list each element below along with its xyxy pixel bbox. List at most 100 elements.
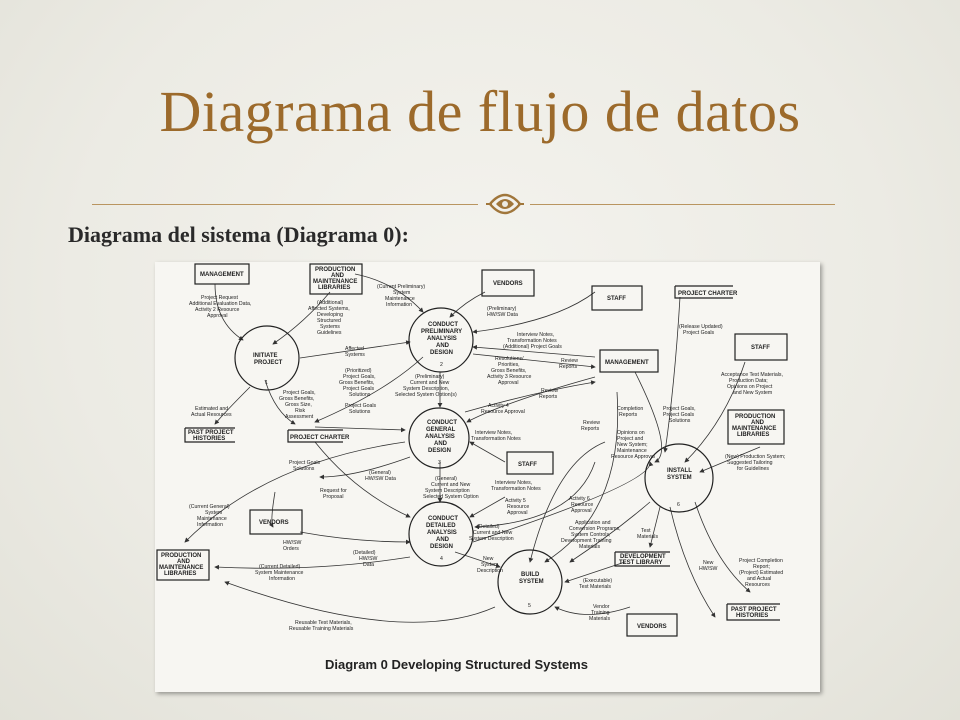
- external-entity-vendors-top: VENDORS: [481, 269, 535, 297]
- flow-label: Project Goals: [663, 412, 695, 418]
- flow-label: Gross Benefits,: [491, 368, 526, 374]
- flow-label: Project Goals,: [663, 406, 696, 412]
- process-label: ANALYSIS: [425, 434, 455, 440]
- entity-label: LIBRARIES: [737, 432, 769, 438]
- flow-label: Approval: [498, 380, 518, 386]
- entity-label: MANAGEMENT: [200, 272, 244, 278]
- flow-label: Reports: [619, 412, 638, 418]
- flow-label: for Guidelines: [737, 466, 769, 472]
- flow-label: Completion: [617, 406, 643, 412]
- entity-label: AND: [751, 420, 765, 426]
- entity-label: PRODUCTION: [735, 414, 775, 420]
- flow-label: Activity 5: [505, 498, 526, 504]
- flow-label: Report;: [753, 564, 770, 570]
- external-entity-staff-mid: STAFF: [506, 451, 554, 475]
- flow-label: Information: [386, 302, 412, 308]
- process-1-initiate-project: INITIATE PROJECT 1: [234, 325, 300, 391]
- flow-label: Application and: [575, 520, 611, 526]
- process-label: DETAILED: [426, 523, 456, 529]
- flow-label: (Preliminary): [487, 306, 517, 312]
- store-label: PROJECT CHARTER: [678, 291, 738, 297]
- title-divider-left: [92, 204, 478, 205]
- flow-labels: Project Request Additional Evaluation Da…: [189, 284, 785, 632]
- flow-label: Gross Size,: [285, 402, 312, 408]
- flow-label: Vendor: [593, 604, 610, 610]
- flow-label: Current and New: [431, 482, 470, 488]
- flow-label: System Description: [469, 536, 514, 542]
- flow-label: (Release Updated): [679, 324, 723, 330]
- process-4-detailed-analysis: CONDUCT DETAILED ANALYSIS AND DESIGN 4: [408, 501, 474, 567]
- slide-subtitle: Diagrama del sistema (Diagrama 0):: [68, 222, 409, 247]
- process-2-preliminary-analysis: CONDUCT PRELIMINARY ANALYSIS AND DESIGN …: [408, 307, 474, 373]
- flow-label: (Detailed): [477, 524, 500, 530]
- flow-label: Project Request: [201, 295, 238, 301]
- process-label: ANALYSIS: [427, 336, 457, 342]
- flow-label: (Detailed): [353, 550, 376, 556]
- flow-label: (Additional): [317, 300, 344, 306]
- process-5-build-system: BUILD SYSTEM 5: [497, 549, 563, 615]
- flow-label: Assessment: [285, 414, 314, 420]
- flow-label: Development Training: [561, 538, 612, 544]
- flow-label: (General): [435, 476, 457, 482]
- flow-label: Resource: [571, 502, 593, 508]
- flow-label: (Additional) Project Goals: [503, 344, 562, 350]
- store-label: PAST PROJECT: [188, 430, 234, 436]
- flow-label: Data: [363, 562, 374, 568]
- entity-label: STAFF: [751, 345, 770, 351]
- flow-label: Gross Benefits,: [279, 396, 314, 402]
- flow-label: (Project) Estimated: [739, 570, 783, 576]
- flow-label: Conversion Programs,: [569, 526, 621, 532]
- flow-label: (Prioritized): [345, 368, 372, 374]
- entity-label: VENDORS: [259, 520, 289, 526]
- flow-label: Selected System Option: [423, 494, 479, 500]
- flow-label: Selected System Option(s): [395, 392, 457, 398]
- process-label: AND: [434, 441, 448, 447]
- flow-label: Materials: [579, 544, 600, 550]
- flow-label: Production Data;: [729, 378, 768, 384]
- entity-label: STAFF: [518, 462, 537, 468]
- flow-label: Project Goals: [343, 386, 375, 392]
- flow-label: Structured: [317, 318, 341, 324]
- flow-label: Affected: [345, 346, 364, 352]
- data-store-project-charter-top: PROJECT CHARTER: [674, 285, 738, 299]
- flow-label: Resource: [507, 504, 529, 510]
- flow-label: Test: [641, 528, 651, 534]
- process-label: AND: [436, 343, 450, 349]
- flow-label: Approval: [571, 508, 591, 514]
- entity-label: LIBRARIES: [164, 571, 196, 577]
- flow-label: Solutions: [349, 409, 371, 415]
- flow-label: Priorities,: [498, 362, 520, 368]
- flow-label: Activity 3 Resource: [487, 374, 532, 380]
- process-label: CONDUCT: [428, 516, 458, 522]
- flow-label: (Current Detailed): [259, 564, 300, 570]
- flow-label: Gross Benefits,: [339, 380, 374, 386]
- process-label: AND: [436, 537, 450, 543]
- flow-label: Activity 4: [488, 403, 509, 409]
- entity-label: MAINTENANCE: [732, 426, 776, 432]
- flow-label: System Controls,: [571, 532, 611, 538]
- flow-label: Reusable Training Materials: [289, 626, 354, 632]
- entity-label: AND: [331, 273, 345, 279]
- flow-label: Activity 2 Resource: [195, 307, 240, 313]
- flow-label: Project Goals: [289, 460, 321, 466]
- flow-label: (General): [369, 470, 391, 476]
- flow-label: Project Completion: [739, 558, 783, 564]
- process-number: 6: [677, 502, 680, 508]
- external-entity-production-left: PRODUCTION AND MAINTENANCE LIBRARIES: [156, 549, 210, 581]
- process-number: 3: [438, 460, 441, 466]
- entity-label: PRODUCTION: [161, 553, 201, 559]
- diagram-caption: Diagram 0 Developing Structured Systems: [325, 657, 588, 672]
- flow-label: System Maintenance: [255, 570, 304, 576]
- flow-label: System Description: [425, 488, 470, 494]
- flow-label: Approval: [507, 510, 527, 516]
- process-number: 5: [528, 603, 531, 609]
- flow-label: Materials: [589, 616, 610, 622]
- data-store-project-charter-mid: PROJECT CHARTER: [287, 429, 350, 443]
- flow-label: New: [703, 560, 714, 566]
- process-label: GENERAL: [426, 427, 456, 433]
- flow-label: System: [481, 562, 498, 568]
- flow-label: Test Materials: [579, 584, 611, 590]
- flow-label: Review: [583, 420, 600, 426]
- flow-label: Affected Systems,: [308, 306, 350, 312]
- flow-label: (Preliminary): [415, 374, 445, 380]
